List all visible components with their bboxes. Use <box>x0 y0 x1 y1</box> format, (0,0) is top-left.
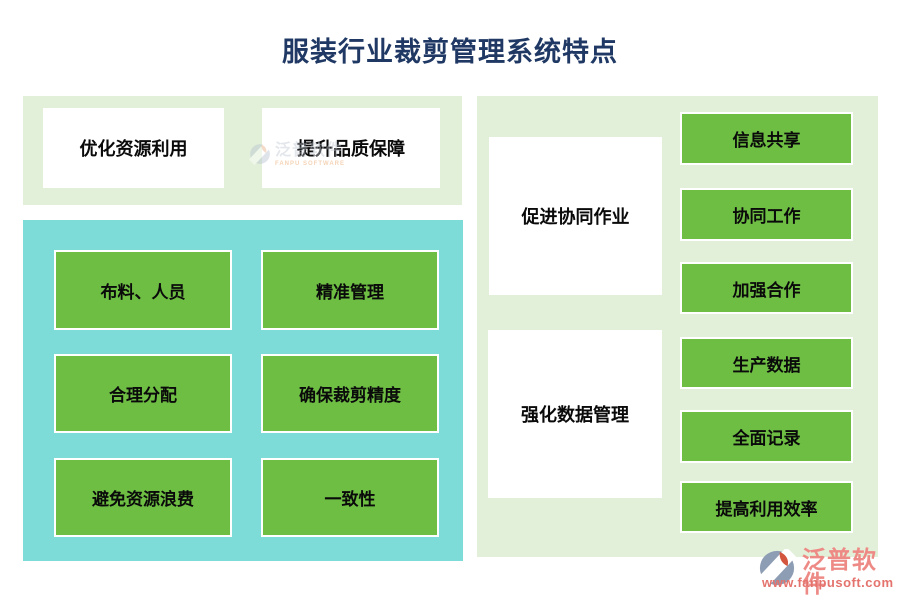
grid-box-consistency: 一致性 <box>261 458 439 537</box>
item-box-info-sharing: 信息共享 <box>680 112 853 165</box>
item-box-utilization-efficiency: 提高利用效率 <box>680 481 853 533</box>
feature-box-quality-assurance: 提升品质保障 <box>262 108 440 188</box>
item-box-collaborative-work: 协同工作 <box>680 188 853 241</box>
grid-box-fabric-personnel: 布料、人员 <box>54 250 232 330</box>
fanpu-brand-text: 泛普软件 <box>802 547 877 598</box>
grid-box-precise-management: 精准管理 <box>261 250 439 330</box>
grid-box-avoid-waste: 避免资源浪费 <box>54 458 232 537</box>
grid-box-cutting-precision: 确保裁剪精度 <box>261 354 439 433</box>
fanpu-logo: 泛普软件 www.fanpusoft.com <box>756 547 896 597</box>
group-box-collaboration: 促进协同作业 <box>489 137 662 295</box>
grid-box-reasonable-allocation: 合理分配 <box>54 354 232 433</box>
fanpu-logo-icon <box>756 547 798 592</box>
fanpu-url-text: www.fanpusoft.com <box>762 575 894 590</box>
feature-box-optimize-resources: 优化资源利用 <box>43 108 224 188</box>
item-box-full-record: 全面记录 <box>680 410 853 463</box>
group-box-data-management: 强化数据管理 <box>488 330 662 498</box>
item-box-strengthen-cooperation: 加强合作 <box>680 262 853 314</box>
page-title: 服装行业裁剪管理系统特点 <box>282 37 618 67</box>
item-box-production-data: 生产数据 <box>680 337 853 389</box>
